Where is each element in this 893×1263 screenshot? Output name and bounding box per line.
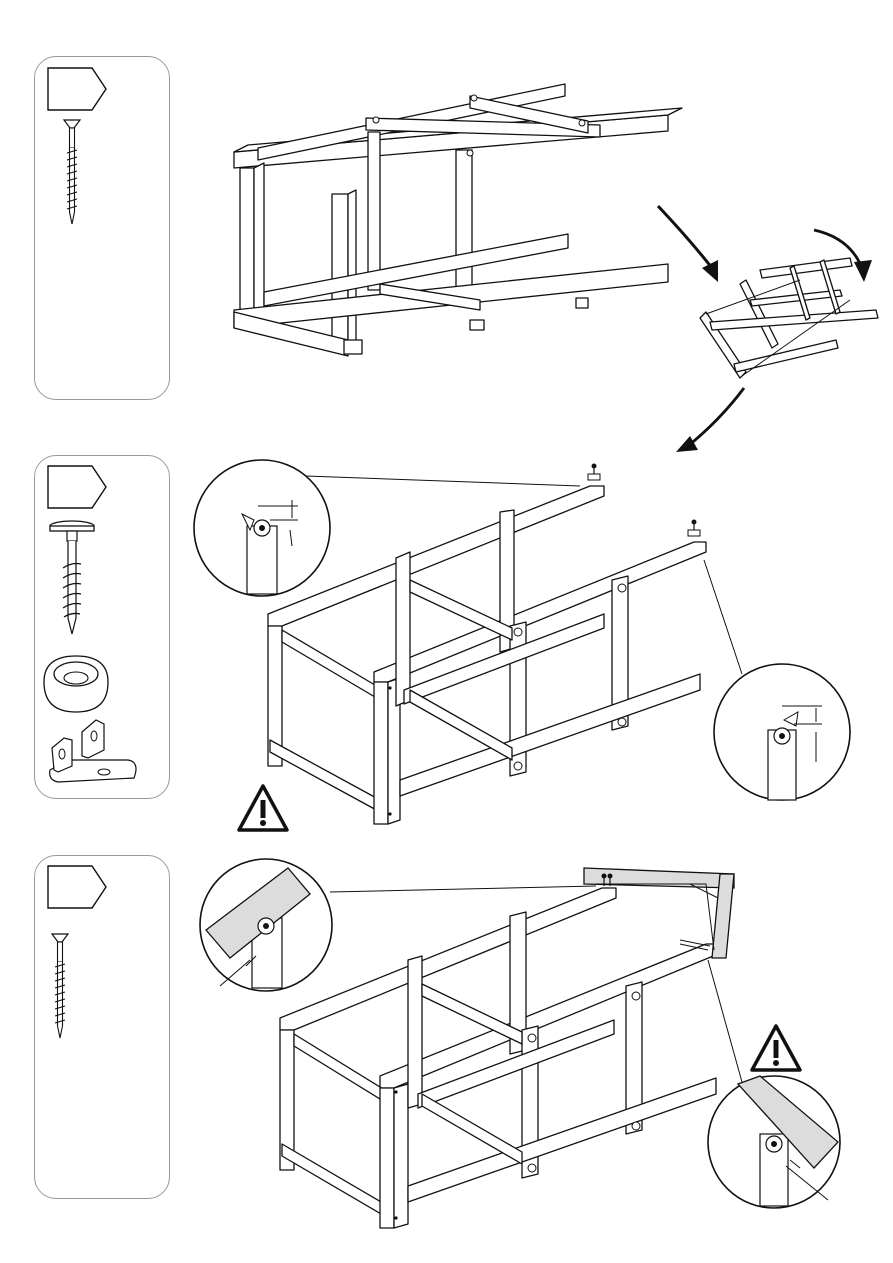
flipped-bench-icon <box>700 258 878 378</box>
step-3-frame <box>280 868 734 1228</box>
step-1-frame <box>234 84 682 356</box>
step-2-frame <box>268 464 706 825</box>
step-tag-icon-1 <box>48 68 106 110</box>
rubber-foot-cap-icon <box>44 656 108 712</box>
foot-fixing-right-icon <box>688 520 700 537</box>
step-tag-icon-2 <box>48 466 106 508</box>
wood-screw-icon-step-3 <box>52 934 68 1038</box>
foot-fixing-left-icon <box>588 464 600 481</box>
washer-screw-icon <box>50 521 94 634</box>
detail-callout-icon-step-3-right <box>708 960 840 1208</box>
wood-screw-icon <box>64 120 80 224</box>
angle-bracket-icon <box>50 720 136 782</box>
step-tag-icon-3 <box>48 866 106 908</box>
warning-icon-left <box>239 786 287 830</box>
detail-callout-icon-right <box>704 560 850 800</box>
warning-icon-right <box>752 1026 800 1070</box>
